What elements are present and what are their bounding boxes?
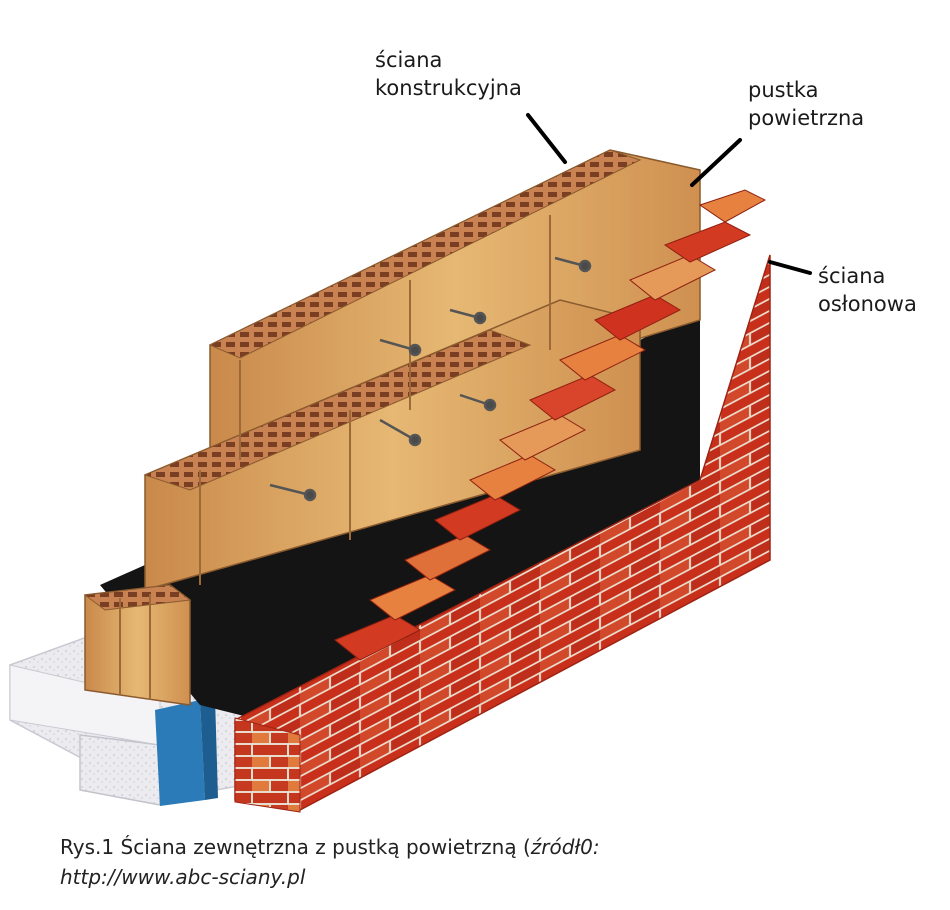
- label-structural-wall: ściana konstrukcyjna: [375, 46, 522, 102]
- caption-url: http://www.abc-sciany.pl: [60, 862, 600, 892]
- leader-facing-wall: [770, 262, 810, 273]
- caption-main: Rys.1 Ściana zewnętrzna z pustką powietr…: [60, 835, 531, 859]
- label-facing-wall-line2: osłonowa: [818, 290, 917, 318]
- insulation-layer: [155, 697, 218, 806]
- label-structural-wall-line2: konstrukcyjna: [375, 74, 522, 102]
- label-air-gap: pustka powietrzna: [748, 76, 864, 132]
- label-air-gap-line1: pustka: [748, 76, 864, 104]
- leader-air-gap: [692, 140, 740, 185]
- label-structural-wall-line1: ściana: [375, 46, 522, 74]
- leader-structural-wall: [528, 115, 565, 162]
- caption-source: źródł0:: [531, 835, 600, 859]
- label-air-gap-line2: powietrzna: [748, 104, 864, 132]
- figure-caption: Rys.1 Ściana zewnętrzna z pustką powietr…: [60, 832, 600, 892]
- caption-line1: Rys.1 Ściana zewnętrzna z pustką powietr…: [60, 832, 600, 862]
- label-facing-wall-line1: ściana: [818, 262, 917, 290]
- label-facing-wall: ściana osłonowa: [818, 262, 917, 318]
